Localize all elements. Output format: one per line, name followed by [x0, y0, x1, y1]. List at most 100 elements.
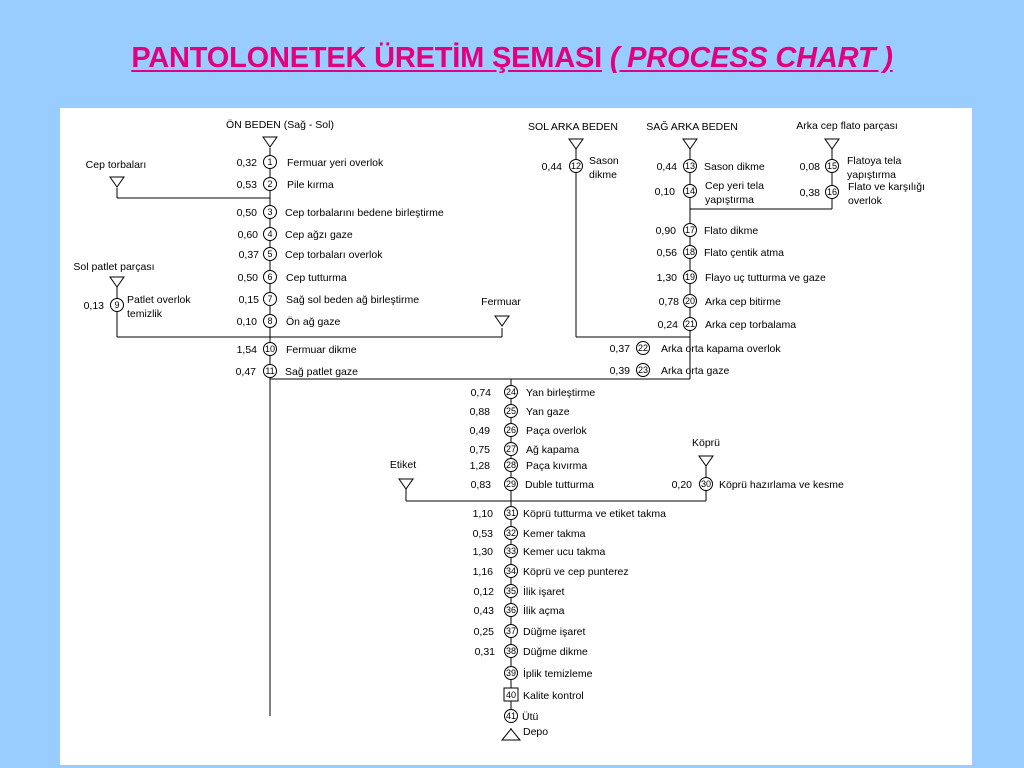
operation-time-9: 0,13	[84, 300, 105, 312]
operation-time-28: 1,28	[470, 460, 491, 472]
operation-circle-1	[263, 155, 277, 169]
operation-number-38: 38	[506, 646, 516, 656]
operation-circle-33	[504, 544, 518, 558]
operation-circle-35	[504, 584, 518, 598]
operation-circle-34	[504, 564, 518, 578]
operation-time-8: 0,10	[237, 316, 258, 328]
operation-number-21: 21	[685, 319, 695, 329]
operation-circle-25	[504, 404, 518, 418]
operation-circle-21	[683, 317, 697, 331]
operation-time-5: 0,37	[239, 249, 260, 261]
operation-label-14-line-1: Cep yeri tela	[705, 180, 764, 192]
operation-circle-26	[504, 423, 518, 437]
operation-label-17: Flato dikme	[704, 225, 758, 237]
operation-number-7: 7	[267, 294, 272, 304]
operation-number-28: 28	[506, 460, 516, 470]
operation-circle-20	[683, 294, 697, 308]
operation-label-9-line-2: temizlik	[127, 308, 163, 320]
operation-circle-12	[569, 159, 583, 173]
operation-number-24: 24	[506, 387, 516, 397]
operation-time-38: 0,31	[475, 646, 496, 658]
operation-number-30: 30	[701, 479, 711, 489]
operation-circle-14	[683, 184, 697, 198]
operation-circle-10	[263, 342, 277, 356]
operation-time-31: 1,10	[473, 508, 494, 520]
operation-label-15-line-2: yapıştırma	[847, 169, 896, 181]
operation-label-21: Arka cep torbalama	[705, 319, 796, 331]
operation-time-2: 0,53	[237, 179, 258, 191]
operation-number-17: 17	[685, 225, 695, 235]
inspection-square-40	[503, 687, 519, 702]
operation-time-34: 1,16	[473, 566, 494, 578]
operation-circle-36	[504, 603, 518, 617]
operation-label-12-line-1: Sason	[589, 155, 619, 167]
operation-number-32: 32	[506, 528, 516, 538]
operation-time-11: 0,47	[236, 366, 257, 378]
operation-label-24: Yan birleştirme	[526, 387, 595, 399]
operation-label-27: Ağ kapama	[526, 444, 579, 456]
title-sub: ( PROCESS CHART )	[609, 42, 893, 74]
operation-circle-4	[263, 227, 277, 241]
operation-number-2: 2	[267, 179, 272, 189]
input-triangle-on_beden	[262, 136, 278, 148]
operation-label-34: Köprü ve cep punterez	[523, 566, 629, 578]
title-main: PANTOLONETEK ÜRETİM ŞEMASI	[131, 42, 602, 74]
operation-label-3: Cep torbalarını bedene birleştirme	[285, 207, 444, 219]
operation-label-26: Paça overlok	[526, 425, 587, 437]
operation-label-15-line-1: Flatoya tela	[847, 155, 901, 167]
operation-circle-11	[263, 364, 277, 378]
operation-label-20: Arka cep bitirme	[705, 296, 781, 308]
operation-label-23: Arka orta gaze	[661, 365, 729, 377]
operation-time-12: 0,44	[542, 161, 563, 173]
operation-label-30: Köprü hazırlama ve kesme	[719, 479, 844, 491]
operation-number-33: 33	[506, 546, 516, 556]
operation-time-29: 0,83	[471, 479, 492, 491]
operation-number-39: 39	[506, 668, 516, 678]
operation-time-19: 1,30	[657, 272, 678, 284]
input-triangle-fermuar	[494, 315, 510, 327]
operation-label-36: İlik açma	[523, 604, 565, 617]
operation-time-36: 0,43	[474, 605, 495, 617]
operation-label-14-line-2: yapıştırma	[705, 194, 754, 206]
operation-circle-17	[683, 223, 697, 237]
operation-number-11: 11	[265, 366, 274, 376]
operation-label-9-line-1: Patlet overlok	[127, 294, 191, 306]
operation-circle-41	[504, 709, 518, 723]
inspection-number: 40	[506, 690, 516, 700]
operation-label-28: Paça kıvırma	[526, 460, 587, 472]
operation-label-1: Fermuar yeri overlok	[287, 157, 384, 169]
operation-time-21: 0,24	[658, 319, 679, 331]
input-triangle-cep_torbalari	[109, 176, 125, 188]
operation-time-6: 0,50	[238, 272, 259, 284]
operation-circle-29	[504, 477, 518, 491]
slide-title: PANTOLONETEK ÜRETİM ŞEMASI ( PROCESS CHA…	[0, 42, 1024, 75]
operation-label-6: Cep tutturma	[286, 272, 347, 284]
operation-circle-6	[263, 270, 277, 284]
operation-label-12-line-2: dikme	[589, 169, 617, 181]
operation-label-33: Kemer ucu takma	[523, 546, 605, 558]
operation-number-37: 37	[506, 626, 516, 636]
operation-time-7: 0,15	[239, 294, 260, 306]
operation-number-22: 22	[638, 343, 648, 353]
operation-circle-13	[683, 159, 697, 173]
operation-circle-19	[683, 270, 697, 284]
input-label-fermuar: Fermuar	[481, 296, 521, 308]
operation-number-36: 36	[506, 605, 516, 615]
operation-label-18: Flato çentik atma	[704, 247, 784, 259]
operation-time-23: 0,39	[610, 365, 631, 377]
operation-number-12: 12	[571, 161, 581, 171]
operation-circle-15	[825, 159, 839, 173]
input-triangle-sol_arka	[568, 138, 584, 150]
operation-label-13: Sason dikme	[704, 161, 765, 173]
operation-circle-8	[263, 314, 277, 328]
operation-number-29: 29	[506, 479, 516, 489]
operation-time-10: 1,54	[237, 344, 258, 356]
operation-number-25: 25	[506, 406, 516, 416]
input-triangle-sol_patlet	[109, 276, 125, 288]
input-label-sol_patlet: Sol patlet parçası	[73, 261, 154, 273]
operation-number-35: 35	[506, 586, 516, 596]
operation-label-11: Sağ patlet gaze	[285, 366, 358, 378]
operation-time-13: 0,44	[657, 161, 678, 173]
operation-number-41: 41	[506, 711, 516, 721]
